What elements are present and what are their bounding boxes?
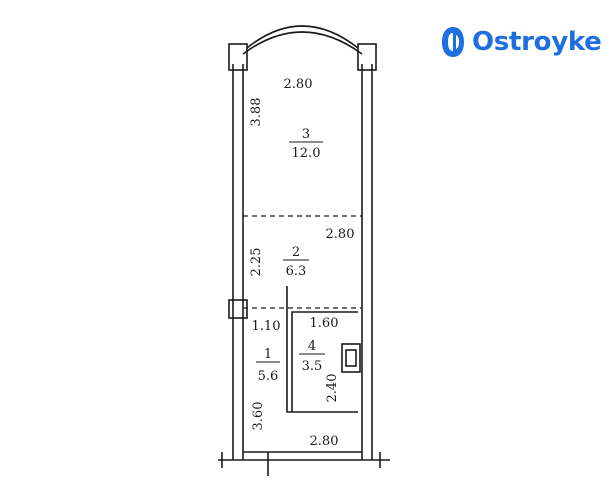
room-4-number: 4 xyxy=(308,339,316,354)
ventilation-shaft xyxy=(341,343,361,373)
room-3-area: 12.0 xyxy=(292,146,321,161)
room-3-length-label: 3.88 xyxy=(249,98,264,127)
bathroom-width-label: 1.60 xyxy=(310,316,339,331)
room-1-number: 1 xyxy=(264,347,272,362)
room-2-length-label: 2.25 xyxy=(249,248,264,277)
arched-wall-inner xyxy=(242,31,363,55)
room-1-area: 5.6 xyxy=(258,369,279,384)
brand-logo: Ostroyke xyxy=(440,22,602,62)
brand-name: Ostroyke xyxy=(472,27,602,57)
room-1-lower-dimension: 3.60 xyxy=(251,402,266,431)
room-2-area: 6.3 xyxy=(286,264,307,279)
room-3-number: 3 xyxy=(302,127,310,142)
room-2-number: 2 xyxy=(292,245,300,260)
room-4-area: 3.5 xyxy=(302,359,323,374)
wall-cap-top-left xyxy=(228,43,248,71)
wall-cap-mid-left xyxy=(228,299,248,319)
bathroom-wall xyxy=(286,286,358,413)
bottom-ticks xyxy=(221,452,381,476)
wall-cap-top-right xyxy=(357,43,377,71)
arched-wall-outer xyxy=(246,25,359,49)
room-3-width-label: 2.80 xyxy=(284,77,313,92)
bathroom-length-label: 2.40 xyxy=(325,374,340,403)
bottom-width-label: 2.80 xyxy=(310,434,339,449)
ventilation-shaft-inner xyxy=(345,349,357,367)
ostroyke-logo-icon xyxy=(442,27,464,57)
room-2-width-label: 2.80 xyxy=(326,227,355,242)
room-1-upper-dimension: 1.10 xyxy=(252,319,281,334)
